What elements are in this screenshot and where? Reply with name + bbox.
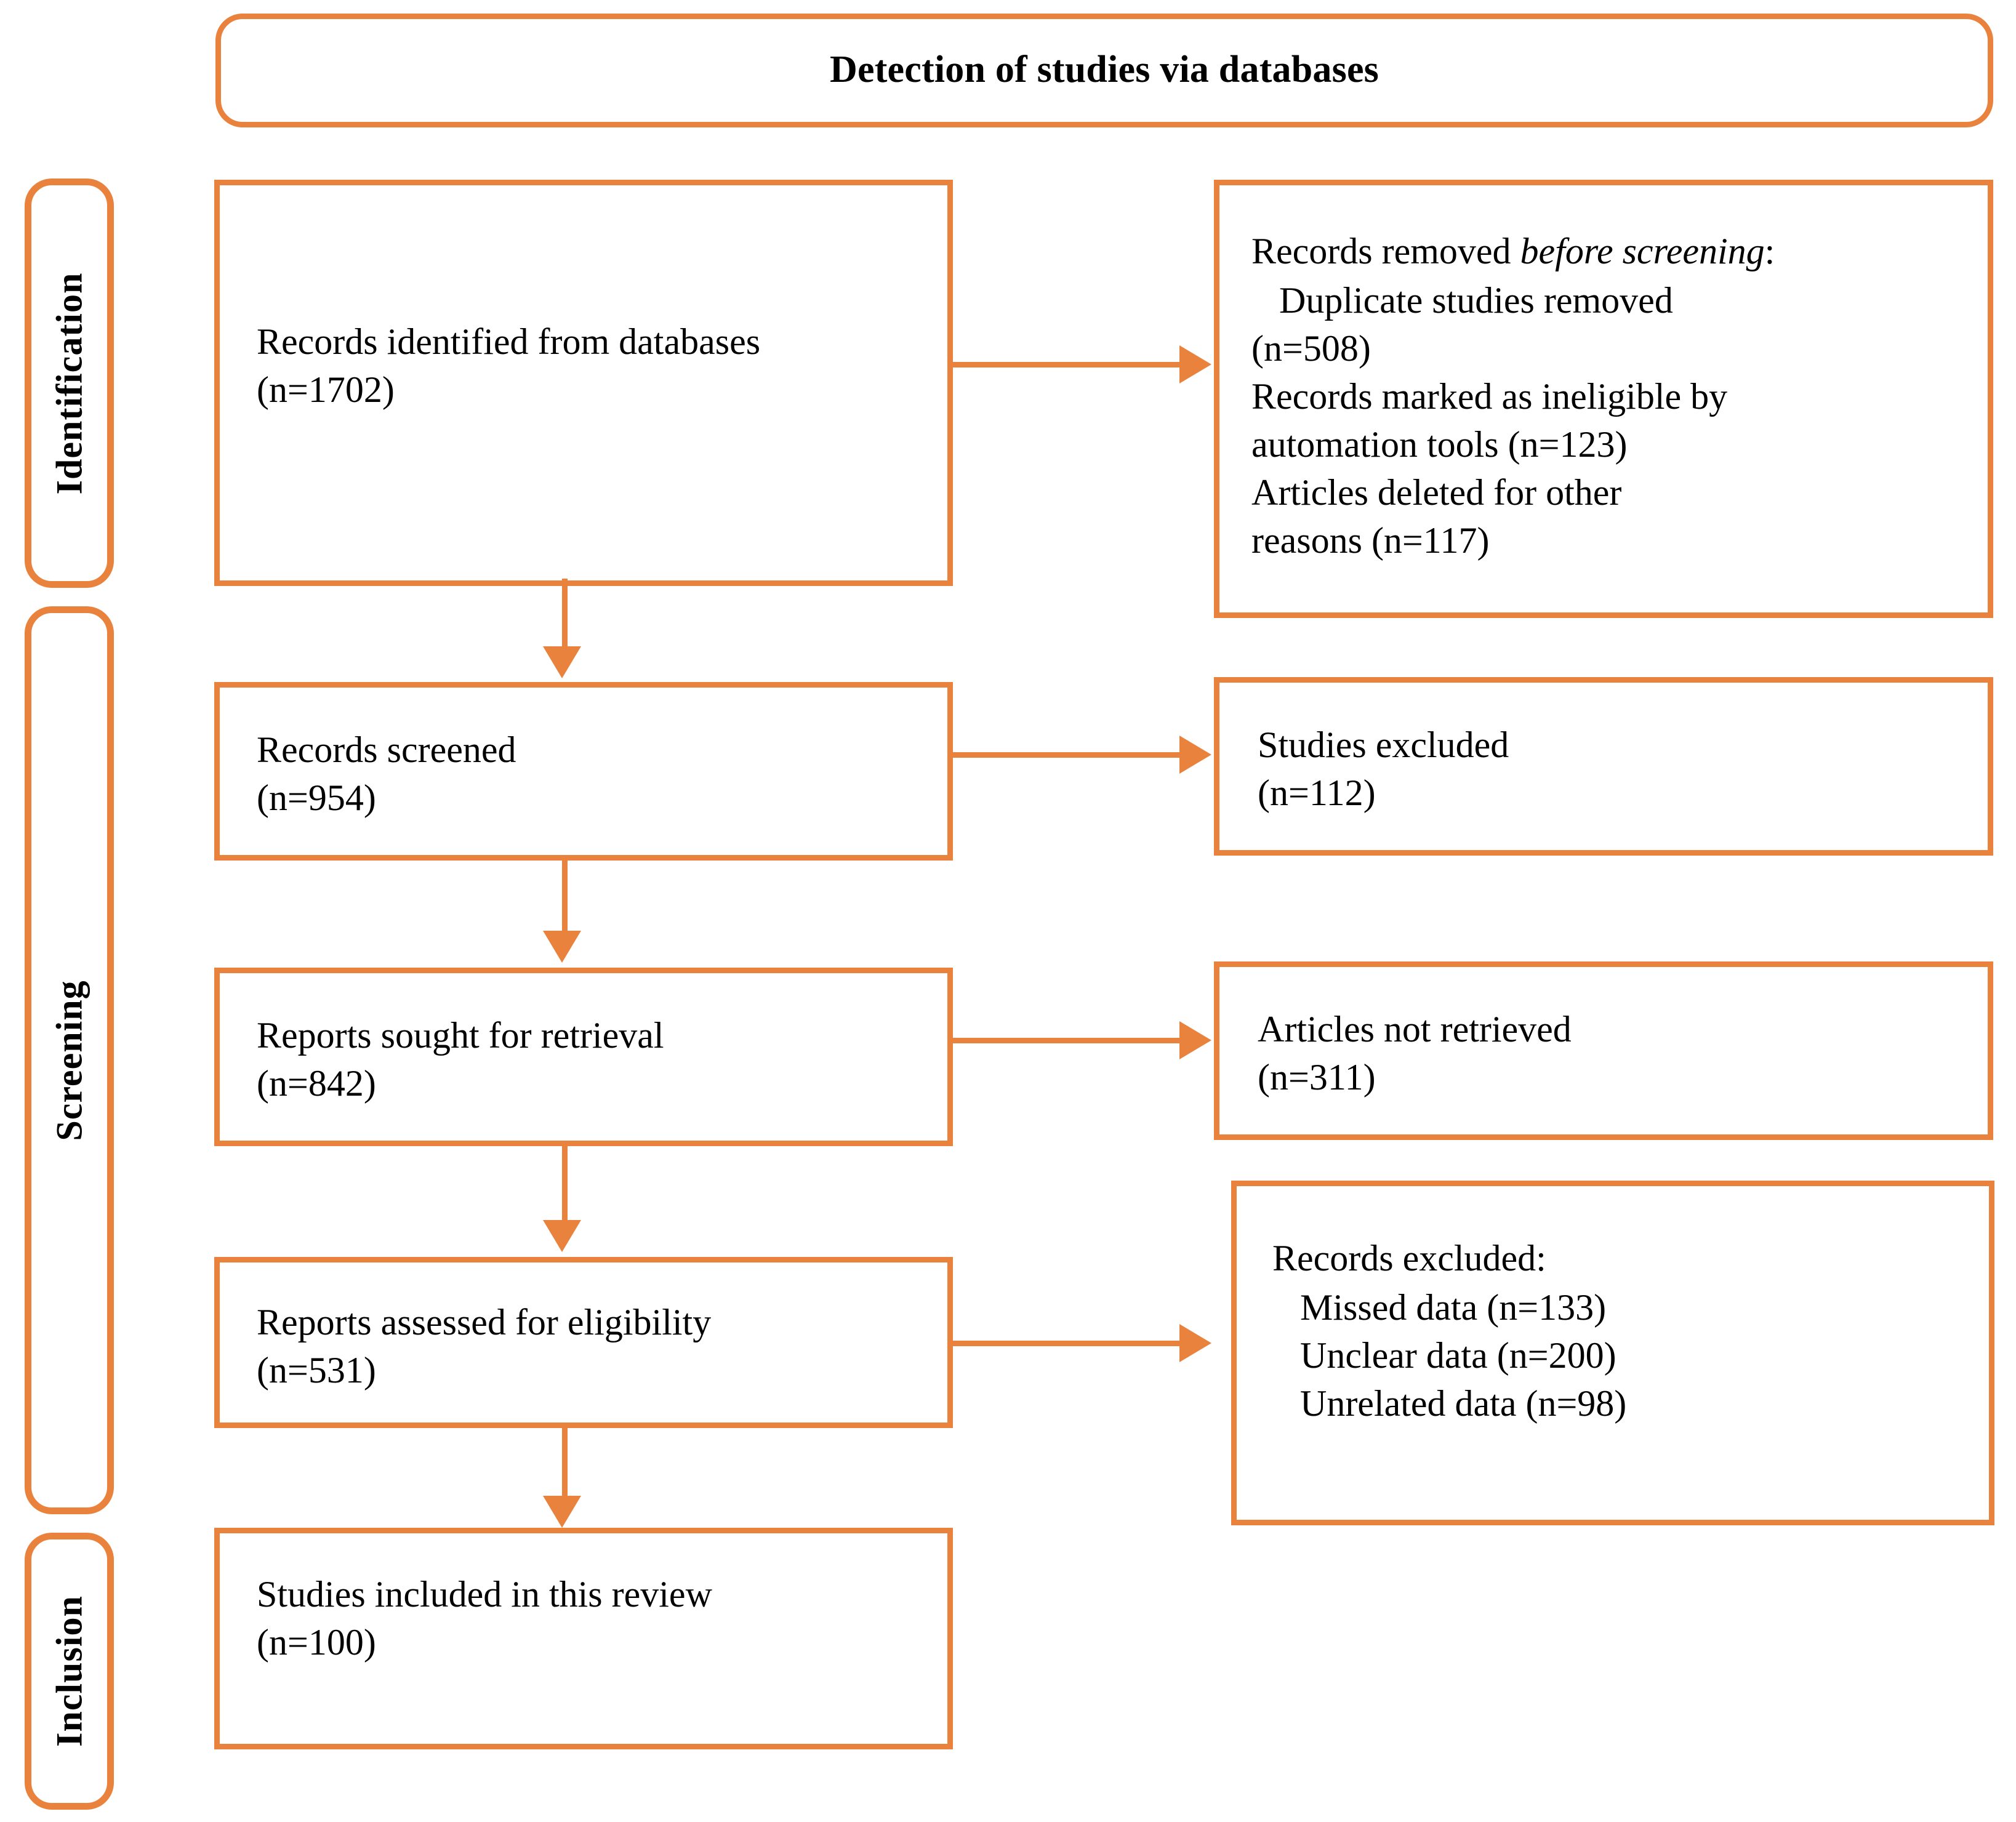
box-reports-sought: Reports sought for retrieval(n=842): [214, 968, 953, 1146]
connector-identified-to-screened: [562, 579, 568, 651]
connector-screened-to-sought: [562, 856, 568, 936]
box-articles-not-retrieved: Articles not retrieved(n=311): [1214, 961, 1993, 1140]
stage-label-screening-text: Screening: [49, 979, 89, 1141]
connector-sought-to-assessed: [562, 1141, 568, 1226]
arrowhead-assessed-to-included: [543, 1496, 581, 1528]
box-records-removed: Records removed before screening: Duplic…: [1214, 180, 1993, 618]
box-studies-included: Studies included in this review(n=100): [214, 1528, 953, 1749]
stage-label-inclusion: Inclusion: [25, 1533, 114, 1810]
box-records-removed-items: Duplicate studies removed (n=508) Record…: [1251, 280, 1728, 561]
box-reports-sought-text: Reports sought for retrieval(n=842): [257, 1015, 664, 1104]
box-records-identified: Records identified from databases(n=1702…: [214, 180, 953, 586]
arrowhead-screened-to-sought: [543, 931, 581, 963]
box-records-screened-text: Records screened(n=954): [257, 729, 516, 818]
box-studies-excluded: Studies excluded(n=112): [1214, 677, 1993, 856]
box-articles-not-retrieved-text: Articles not retrieved(n=311): [1258, 1009, 1572, 1098]
arrowhead-identified-to-removed: [1179, 345, 1211, 383]
connector-assessed-to-excluded: [953, 1341, 1179, 1346]
stage-label-identification: Identification: [25, 179, 114, 588]
box-records-screened: Records screened(n=954): [214, 682, 953, 861]
arrowhead-sought-to-not-retrieved: [1179, 1021, 1211, 1059]
box-studies-included-text: Studies included in this review(n=100): [257, 1574, 712, 1663]
box-records-excluded: Records excluded: Missed data (n=133) Un…: [1231, 1181, 1994, 1525]
arrowhead-screened-to-excluded: [1179, 736, 1211, 774]
box-studies-excluded-text: Studies excluded(n=112): [1258, 724, 1509, 813]
stage-label-inclusion-text: Inclusion: [49, 1595, 89, 1747]
stage-label-screening: Screening: [25, 606, 114, 1514]
box-records-excluded-heading: Records excluded:: [1272, 1238, 1546, 1278]
connector-sought-to-not-retrieved: [953, 1038, 1179, 1043]
connector-assessed-to-included: [562, 1423, 568, 1502]
page-title: Detection of studies via databases: [830, 49, 1379, 90]
box-reports-assessed: Reports assessed for eligibility(n=531): [214, 1257, 953, 1428]
arrowhead-identified-to-screened: [543, 646, 581, 678]
box-records-identified-text: Records identified from databases(n=1702…: [257, 321, 761, 410]
box-records-removed-heading: Records removed before screening:: [1251, 231, 1775, 271]
box-reports-assessed-text: Reports assessed for eligibility(n=531): [257, 1302, 712, 1391]
connector-screened-to-excluded: [953, 752, 1179, 758]
diagram-title-box: Detection of studies via databases: [215, 14, 1993, 127]
arrowhead-assessed-to-excluded: [1179, 1324, 1211, 1362]
box-records-excluded-items: Missed data (n=133) Unclear data (n=200)…: [1300, 1287, 1627, 1424]
arrowhead-sought-to-assessed: [543, 1220, 581, 1252]
connector-identified-to-removed: [953, 362, 1179, 367]
heading-italic-segment: before screening: [1520, 231, 1765, 271]
stage-label-identification-text: Identification: [49, 272, 89, 494]
